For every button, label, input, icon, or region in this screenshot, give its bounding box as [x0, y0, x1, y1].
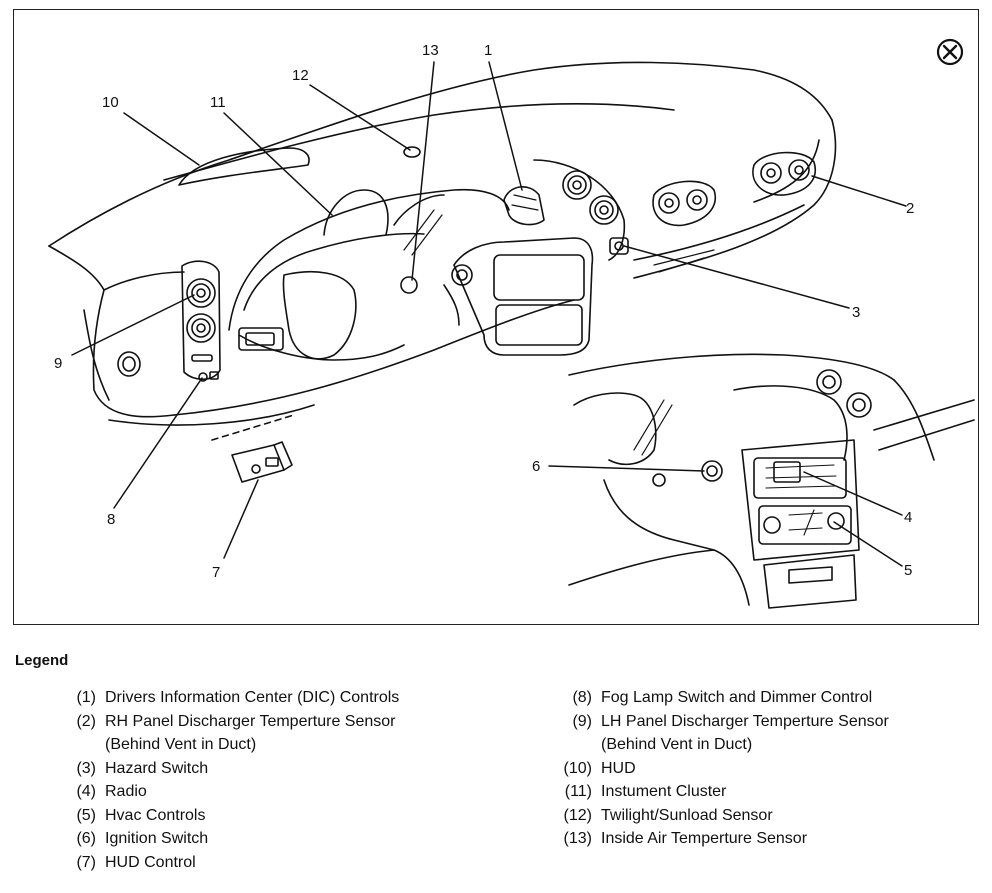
legend-item-text: RH Panel Discharger Temperture Sensor (Be… — [105, 710, 396, 757]
legend-title: Legend — [15, 652, 69, 669]
legend-item-number: (10) — [563, 759, 592, 777]
legend-item: (10) HUD — [548, 757, 889, 781]
legend-item-line: HUD — [601, 759, 636, 777]
callout-8: 8 — [107, 511, 115, 528]
legend-item: (13) Inside Air Temperture Sensor — [548, 827, 889, 851]
legend-item-number: (2) — [76, 712, 96, 730]
legend-item: (12) Twilight/Sunload Sensor — [548, 804, 889, 828]
callout-10: 10 — [102, 94, 119, 111]
legend-item: (8) Fog Lamp Switch and Dimmer Control — [548, 686, 889, 710]
legend-item: (7) HUD Control — [52, 851, 399, 875]
legend-item-text: Fog Lamp Switch and Dimmer Control — [601, 686, 872, 710]
legend-item-text: Instument Cluster — [601, 780, 726, 804]
legend-item-text: HUD — [601, 757, 636, 781]
legend-item-text: LH Panel Discharger Temperture Sensor (Be… — [601, 710, 889, 757]
legend-item: (11) Instument Cluster — [548, 780, 889, 804]
legend-item-line: Instument Cluster — [601, 783, 727, 800]
callout-12: 12 — [292, 67, 309, 84]
legend-item-text: Hazard Switch — [105, 757, 208, 781]
dashboard-drawing — [48, 61, 837, 426]
legend-item-number: (11) — [564, 783, 592, 800]
callout-2: 2 — [906, 200, 914, 217]
legend-item-line: HUD Control — [105, 853, 196, 871]
legend-item-number: (7) — [76, 853, 96, 871]
legend-item-line: Twilight/Sunload Sensor — [601, 806, 773, 824]
legend-item-number: (8) — [572, 689, 592, 706]
legend-item-text: Radio — [105, 780, 147, 804]
legend-item-number: (13) — [563, 830, 592, 847]
legend-item-line: Hazard Switch — [105, 759, 209, 777]
callout-9: 9 — [54, 355, 62, 372]
legend-item-number: (5) — [76, 806, 96, 824]
inset-detail-view — [568, 353, 975, 609]
legend-item: (1) Drivers Information Center (DIC) Cont… — [52, 686, 399, 710]
legend-item-text: Inside Air Temperture Sensor — [601, 827, 807, 851]
callout-4: 4 — [904, 509, 912, 526]
legend-item-number: (4) — [76, 783, 96, 800]
callout-13: 13 — [422, 42, 439, 59]
legend-item-text: Drivers Information Center (DIC) Control… — [105, 686, 399, 710]
legend-item-text: Ignition Switch — [105, 827, 208, 851]
legend-right-column: (8) Fog Lamp Switch and Dimmer Control (9)… — [548, 686, 889, 851]
legend-item-line: RH Panel Discharger Temperture Sensor — [105, 712, 396, 730]
callout-1: 1 — [484, 42, 492, 59]
leader-lines — [71, 61, 907, 567]
legend-item: (5) Hvac Controls — [52, 804, 399, 828]
callout-labels: 1 2 3 4 5 6 7 8 9 10 11 12 13 — [54, 42, 914, 581]
legend-item: (2) RH Panel Discharger Temperture Sensor… — [52, 710, 399, 757]
legend-item-number: (6) — [76, 830, 96, 847]
legend-item-line-2: (Behind Vent in Duct) — [601, 736, 753, 753]
legend-item: (3) Hazard Switch — [52, 757, 399, 781]
legend-item-line: LH Panel Discharger Temperture Sensor — [601, 712, 889, 730]
callout-6: 6 — [532, 458, 540, 475]
legend-item-text: Hvac Controls — [105, 804, 205, 828]
callout-5: 5 — [904, 562, 912, 579]
legend-item-text: Twilight/Sunload Sensor — [601, 804, 773, 828]
legend-item-number: (3) — [76, 759, 96, 777]
legend-item-line: Inside Air Temperture Sensor — [601, 830, 808, 847]
legend-item: (4) Radio — [52, 780, 399, 804]
legend-left-column: (1) Drivers Information Center (DIC) Cont… — [52, 686, 399, 874]
legend-item-line-2: (Behind Vent in Duct) — [105, 736, 257, 753]
legend-item-number: (1) — [76, 689, 96, 706]
legend-item-line: Radio — [105, 783, 147, 800]
callout-11: 11 — [210, 94, 226, 111]
dashboard-diagram: 1 2 3 4 5 6 7 8 9 10 11 12 13 — [13, 9, 979, 625]
hud-control-detail — [211, 414, 295, 483]
legend-item: (6) Ignition Switch — [52, 827, 399, 851]
legend-item-number: (12) — [563, 806, 592, 824]
legend-item-line: Hvac Controls — [105, 806, 206, 824]
close-icon — [936, 38, 964, 66]
callout-7: 7 — [212, 564, 220, 581]
legend-item: (9) LH Panel Discharger Temperture Sensor… — [548, 710, 889, 757]
legend-item-number: (9) — [572, 712, 592, 730]
callout-3: 3 — [852, 304, 860, 321]
legend-item-line: Fog Lamp Switch and Dimmer Control — [601, 689, 873, 706]
legend-item-line: Ignition Switch — [105, 830, 209, 847]
legend-item-text: HUD Control — [105, 851, 196, 875]
legend-item-line: Drivers Information Center (DIC) Control… — [105, 689, 400, 706]
